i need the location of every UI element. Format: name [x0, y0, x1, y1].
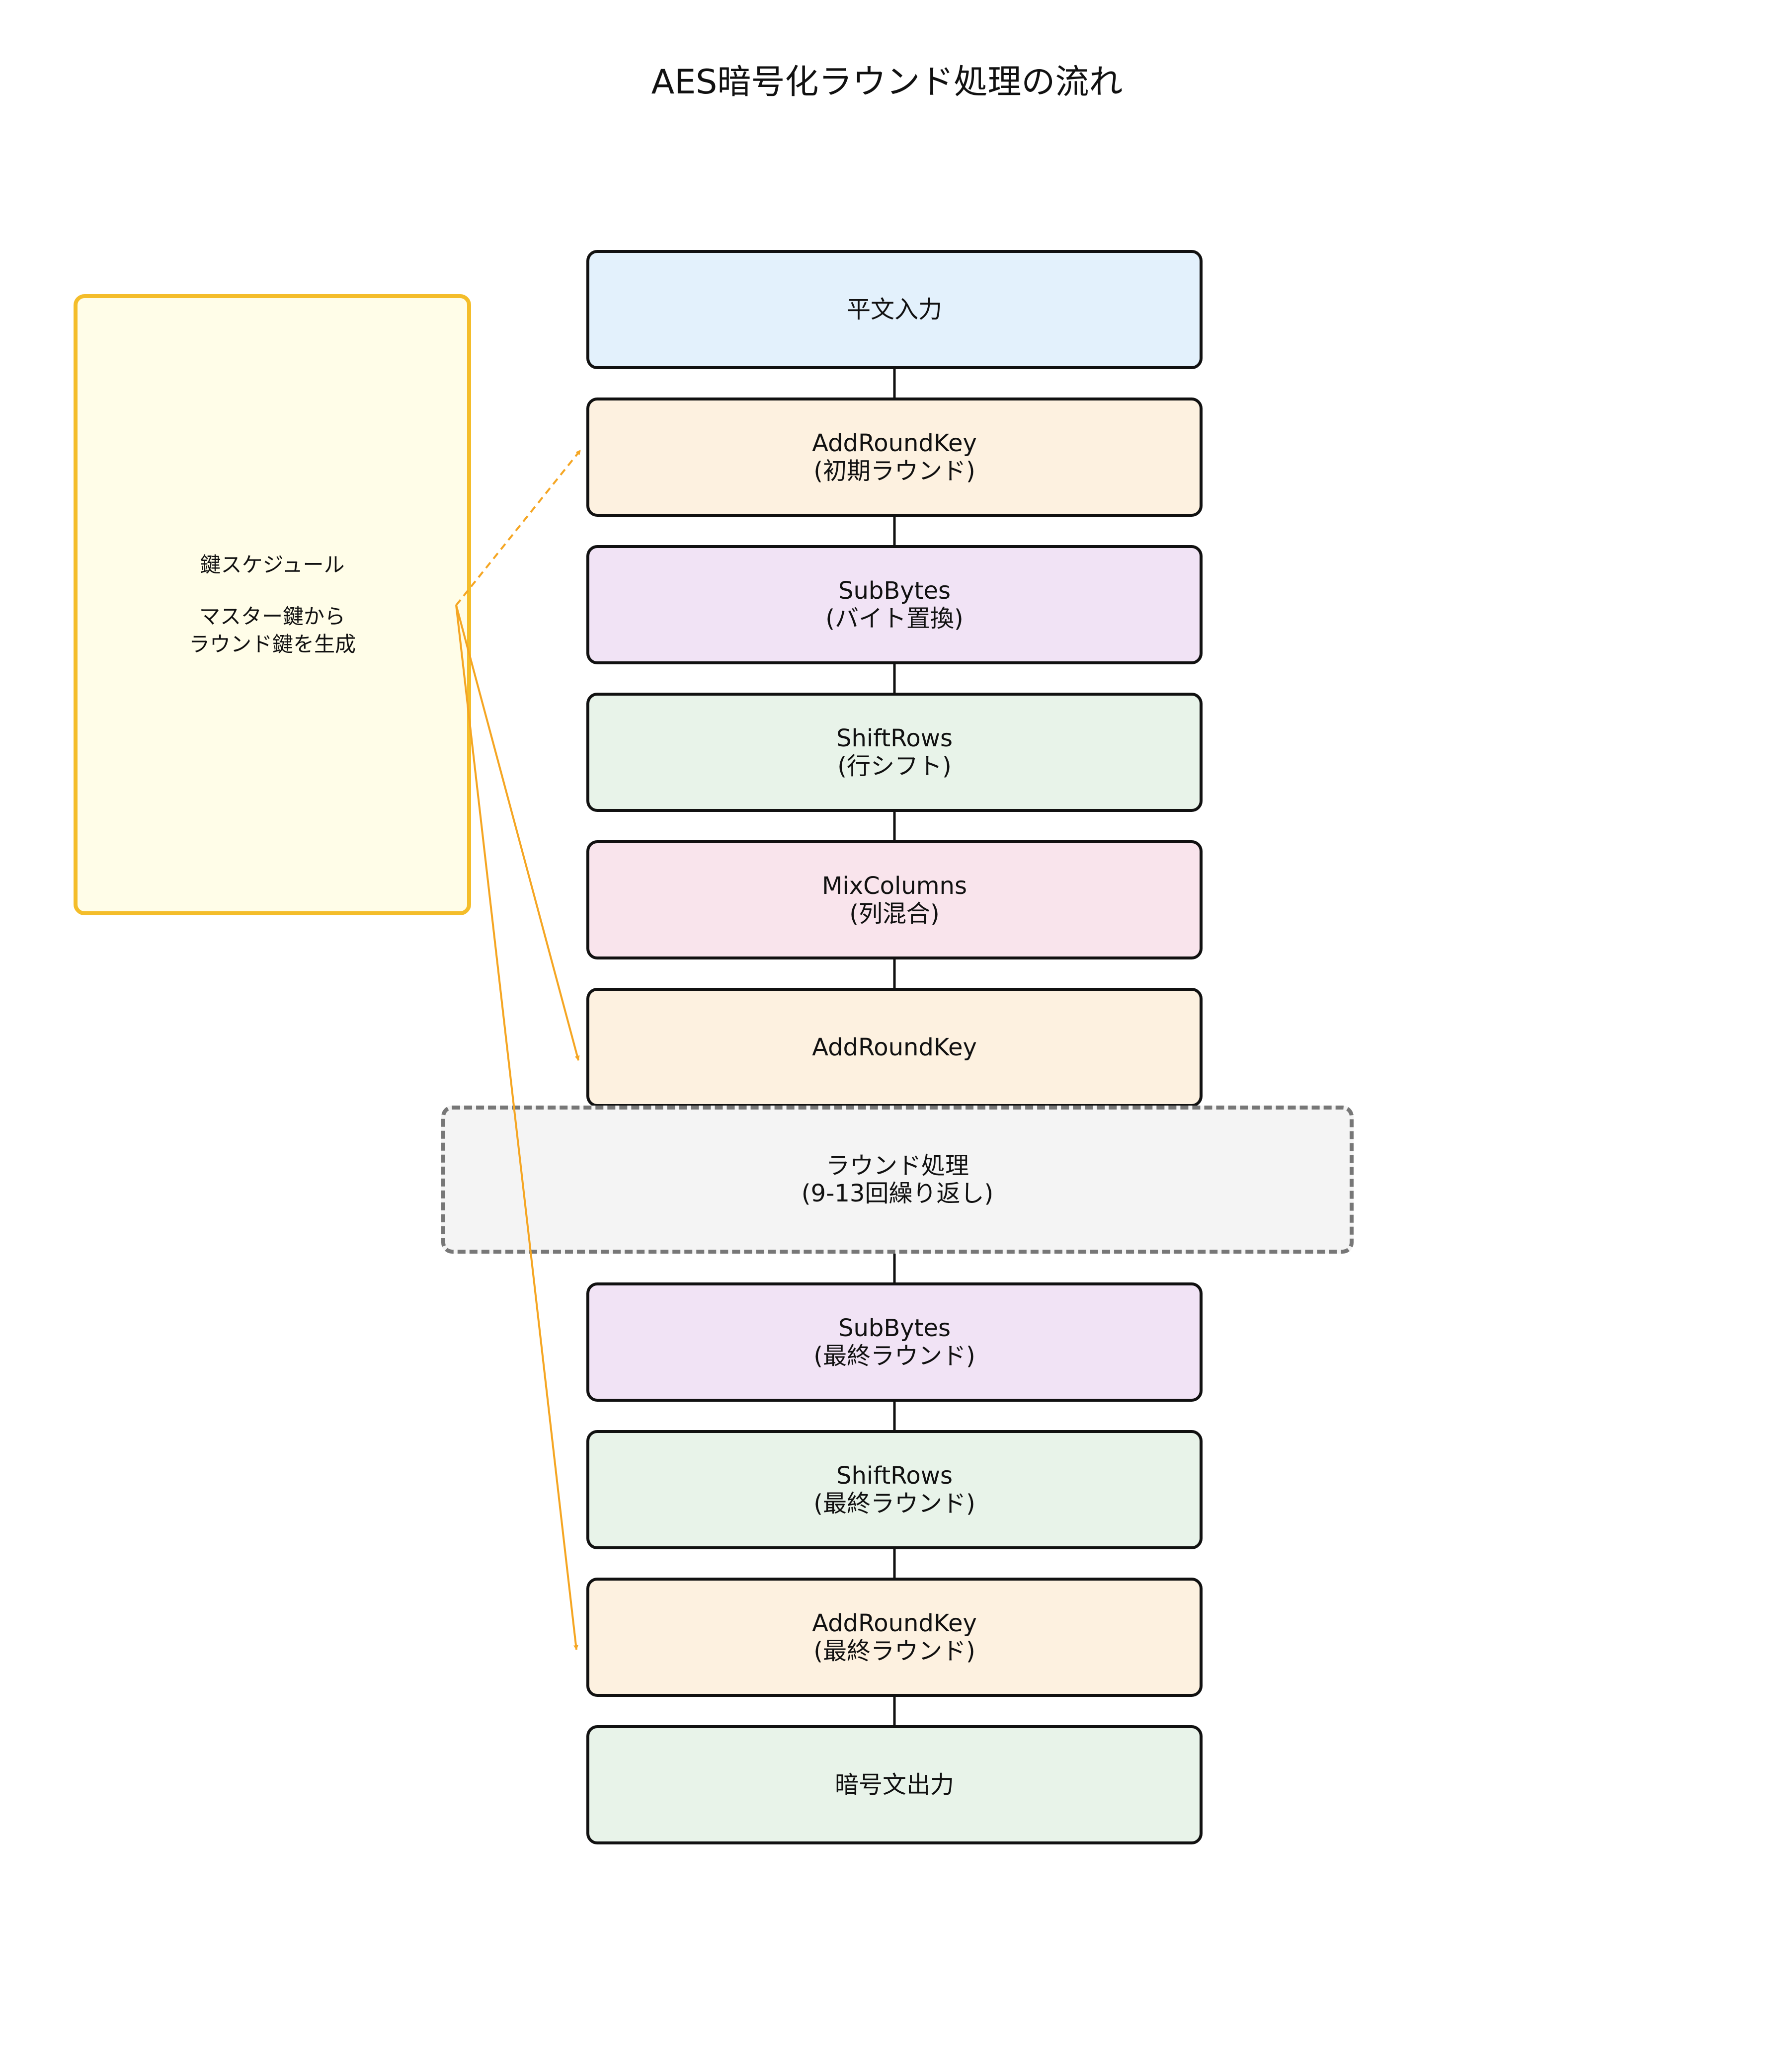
step-sublabel: (列混合): [849, 900, 940, 928]
step-plaintext-input: 平文入力: [586, 250, 1203, 369]
step-label: AddRoundKey: [812, 429, 977, 457]
step-label: ShiftRows: [836, 1462, 953, 1490]
key-schedule-title: 鍵スケジュール: [200, 553, 345, 577]
step-sublabel: (最終ラウンド): [813, 1637, 975, 1665]
round-loop-box: ラウンド処理 (9-13回繰り返し): [441, 1106, 1354, 1254]
step-shiftrows: ShiftRows (行シフト): [586, 693, 1203, 812]
step-sublabel: (最終ラウンド): [813, 1342, 975, 1370]
step-sublabel: (行シフト): [837, 752, 952, 780]
step-sublabel: (最終ラウンド): [813, 1490, 975, 1517]
key-schedule-line2: ラウンド鍵を生成: [188, 632, 356, 656]
step-sublabel: (バイト置換): [825, 605, 964, 633]
step-addroundkey-final: AddRoundKey (最終ラウンド): [586, 1578, 1203, 1697]
step-label: AddRoundKey: [812, 1034, 977, 1061]
step-subbytes-final: SubBytes (最終ラウンド): [586, 1282, 1203, 1402]
step-label: ShiftRows: [836, 724, 953, 752]
step-shiftrows-final: ShiftRows (最終ラウンド): [586, 1430, 1203, 1549]
step-label: 平文入力: [846, 296, 942, 323]
step-label: MixColumns: [822, 872, 967, 900]
step-label: SubBytes: [838, 577, 951, 605]
step-addroundkey-initial: AddRoundKey (初期ラウンド): [586, 398, 1203, 517]
step-label: AddRoundKey: [812, 1609, 977, 1637]
step-subbytes: SubBytes (バイト置換): [586, 545, 1203, 664]
key-arrow-initial: [455, 449, 581, 606]
round-loop-count: (9-13回繰り返し): [801, 1180, 994, 1207]
step-mixcolumns: MixColumns (列混合): [586, 840, 1203, 959]
step-ciphertext-output: 暗号文出力: [586, 1725, 1203, 1844]
key-schedule-box: 鍵スケジュール マスター鍵から ラウンド鍵を生成: [74, 294, 471, 915]
step-label: SubBytes: [838, 1314, 951, 1342]
step-sublabel: (初期ラウンド): [813, 457, 975, 485]
round-loop-title: ラウンド処理: [825, 1152, 969, 1180]
key-arrow-final: [455, 605, 578, 1650]
step-label: 暗号文出力: [834, 1771, 954, 1799]
key-arrow-round: [455, 605, 580, 1061]
diagram-title: AES暗号化ラウンド処理の流れ: [651, 63, 1123, 102]
key-schedule-line1: マスター鍵から: [199, 604, 345, 629]
